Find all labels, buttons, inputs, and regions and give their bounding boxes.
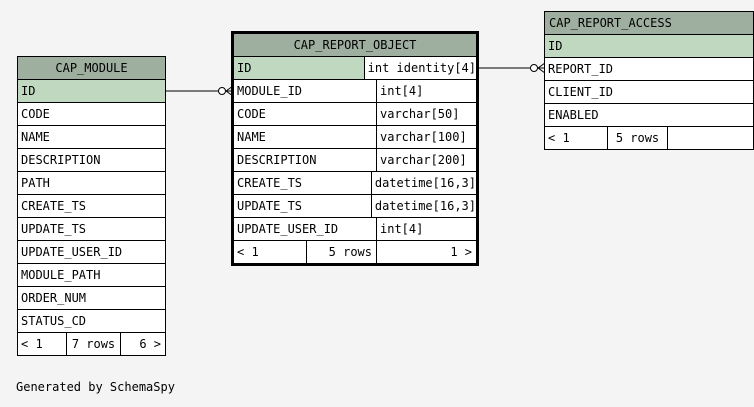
column-row[interactable]: ORDER_NUM: [18, 287, 165, 310]
footer-rows: 5 rows: [607, 127, 667, 149]
column-row[interactable]: NAME: [18, 126, 165, 149]
column-type: int identity[4]: [363, 57, 476, 79]
column-row[interactable]: PATH: [18, 172, 165, 195]
column-type: int[4]: [376, 218, 476, 240]
footer-parents[interactable]: 1 >: [376, 241, 476, 263]
relation-module-to-report-object: [166, 85, 234, 97]
relation-report-object-to-access: [478, 62, 546, 74]
column-name: ID: [18, 80, 165, 102]
column-name: NAME: [21, 130, 50, 144]
column-name: MODULE_ID: [237, 84, 303, 98]
column-name: NAME: [237, 130, 266, 144]
column-row[interactable]: ID: [545, 35, 753, 58]
column-row[interactable]: UPDATE_USER_ID int[4]: [234, 218, 476, 241]
footer-parents[interactable]: 6 >: [120, 333, 165, 355]
column-name: CODE: [237, 107, 266, 121]
column-type: varchar[200]: [376, 149, 476, 171]
column-row[interactable]: ID: [18, 80, 165, 103]
table-cap-report-access[interactable]: CAP_REPORT_ACCESS ID REPORT_ID CLIENT_ID…: [544, 11, 754, 150]
table-title[interactable]: CAP_MODULE: [18, 57, 165, 80]
column-type: datetime[16,3]: [370, 195, 476, 217]
column-row[interactable]: DESCRIPTION: [18, 149, 165, 172]
generated-by-credit: Generated by SchemaSpy: [16, 380, 175, 394]
column-row[interactable]: CODE: [18, 103, 165, 126]
column-row[interactable]: UPDATE_USER_ID: [18, 241, 165, 264]
table-footer: < 1 7 rows 6 >: [18, 333, 165, 355]
column-name: STATUS_CD: [21, 314, 87, 328]
column-name: CREATE_TS: [21, 199, 87, 213]
table-title[interactable]: CAP_REPORT_OBJECT: [234, 34, 476, 57]
column-row[interactable]: UPDATE_TS datetime[16,3]: [234, 195, 476, 218]
column-row[interactable]: NAME varchar[100]: [234, 126, 476, 149]
column-name: REPORT_ID: [548, 62, 614, 76]
column-row[interactable]: UPDATE_TS: [18, 218, 165, 241]
column-row[interactable]: MODULE_ID int[4]: [234, 80, 476, 103]
column-name: UPDATE_USER_ID: [237, 222, 339, 236]
column-row[interactable]: STATUS_CD: [18, 310, 165, 333]
table-footer: < 1 5 rows 1 >: [234, 241, 476, 263]
column-name: ORDER_NUM: [21, 291, 87, 305]
column-type: varchar[100]: [376, 126, 476, 148]
column-name: CODE: [21, 107, 50, 121]
footer-rows: 7 rows: [66, 333, 120, 355]
column-name: DESCRIPTION: [237, 153, 317, 167]
column-name: CLIENT_ID: [548, 85, 614, 99]
column-name: ID: [545, 35, 753, 57]
footer-rows: 5 rows: [306, 241, 376, 263]
footer-parents[interactable]: [667, 127, 753, 149]
column-row[interactable]: CREATE_TS: [18, 195, 165, 218]
column-row[interactable]: CLIENT_ID: [545, 81, 753, 104]
footer-children[interactable]: < 1: [548, 131, 570, 145]
table-footer: < 1 5 rows: [545, 127, 753, 149]
column-row[interactable]: MODULE_PATH: [18, 264, 165, 287]
table-cap-report-object[interactable]: CAP_REPORT_OBJECT ID int identity[4] MOD…: [231, 31, 479, 266]
column-name: UPDATE_TS: [237, 199, 303, 213]
column-type: datetime[16,3]: [370, 172, 476, 194]
column-name: ENABLED: [548, 108, 599, 122]
column-row[interactable]: REPORT_ID: [545, 58, 753, 81]
column-row[interactable]: ENABLED: [545, 104, 753, 127]
footer-children[interactable]: < 1: [237, 245, 259, 259]
column-name: MODULE_PATH: [21, 268, 101, 282]
table-cap-module[interactable]: CAP_MODULE ID CODE NAME DESCRIPTION PATH…: [17, 56, 166, 356]
column-type: int[4]: [376, 80, 476, 102]
column-name: UPDATE_USER_ID: [21, 245, 123, 259]
column-row[interactable]: CODE varchar[50]: [234, 103, 476, 126]
column-row[interactable]: ID int identity[4]: [234, 57, 476, 80]
column-name: ID: [234, 57, 364, 79]
table-title[interactable]: CAP_REPORT_ACCESS: [545, 12, 753, 35]
column-row[interactable]: DESCRIPTION varchar[200]: [234, 149, 476, 172]
column-row[interactable]: CREATE_TS datetime[16,3]: [234, 172, 476, 195]
column-name: DESCRIPTION: [21, 153, 101, 167]
column-name: CREATE_TS: [237, 176, 303, 190]
footer-children[interactable]: < 1: [21, 337, 43, 351]
column-type: varchar[50]: [376, 103, 476, 125]
column-name: PATH: [21, 176, 50, 190]
column-name: UPDATE_TS: [21, 222, 87, 236]
